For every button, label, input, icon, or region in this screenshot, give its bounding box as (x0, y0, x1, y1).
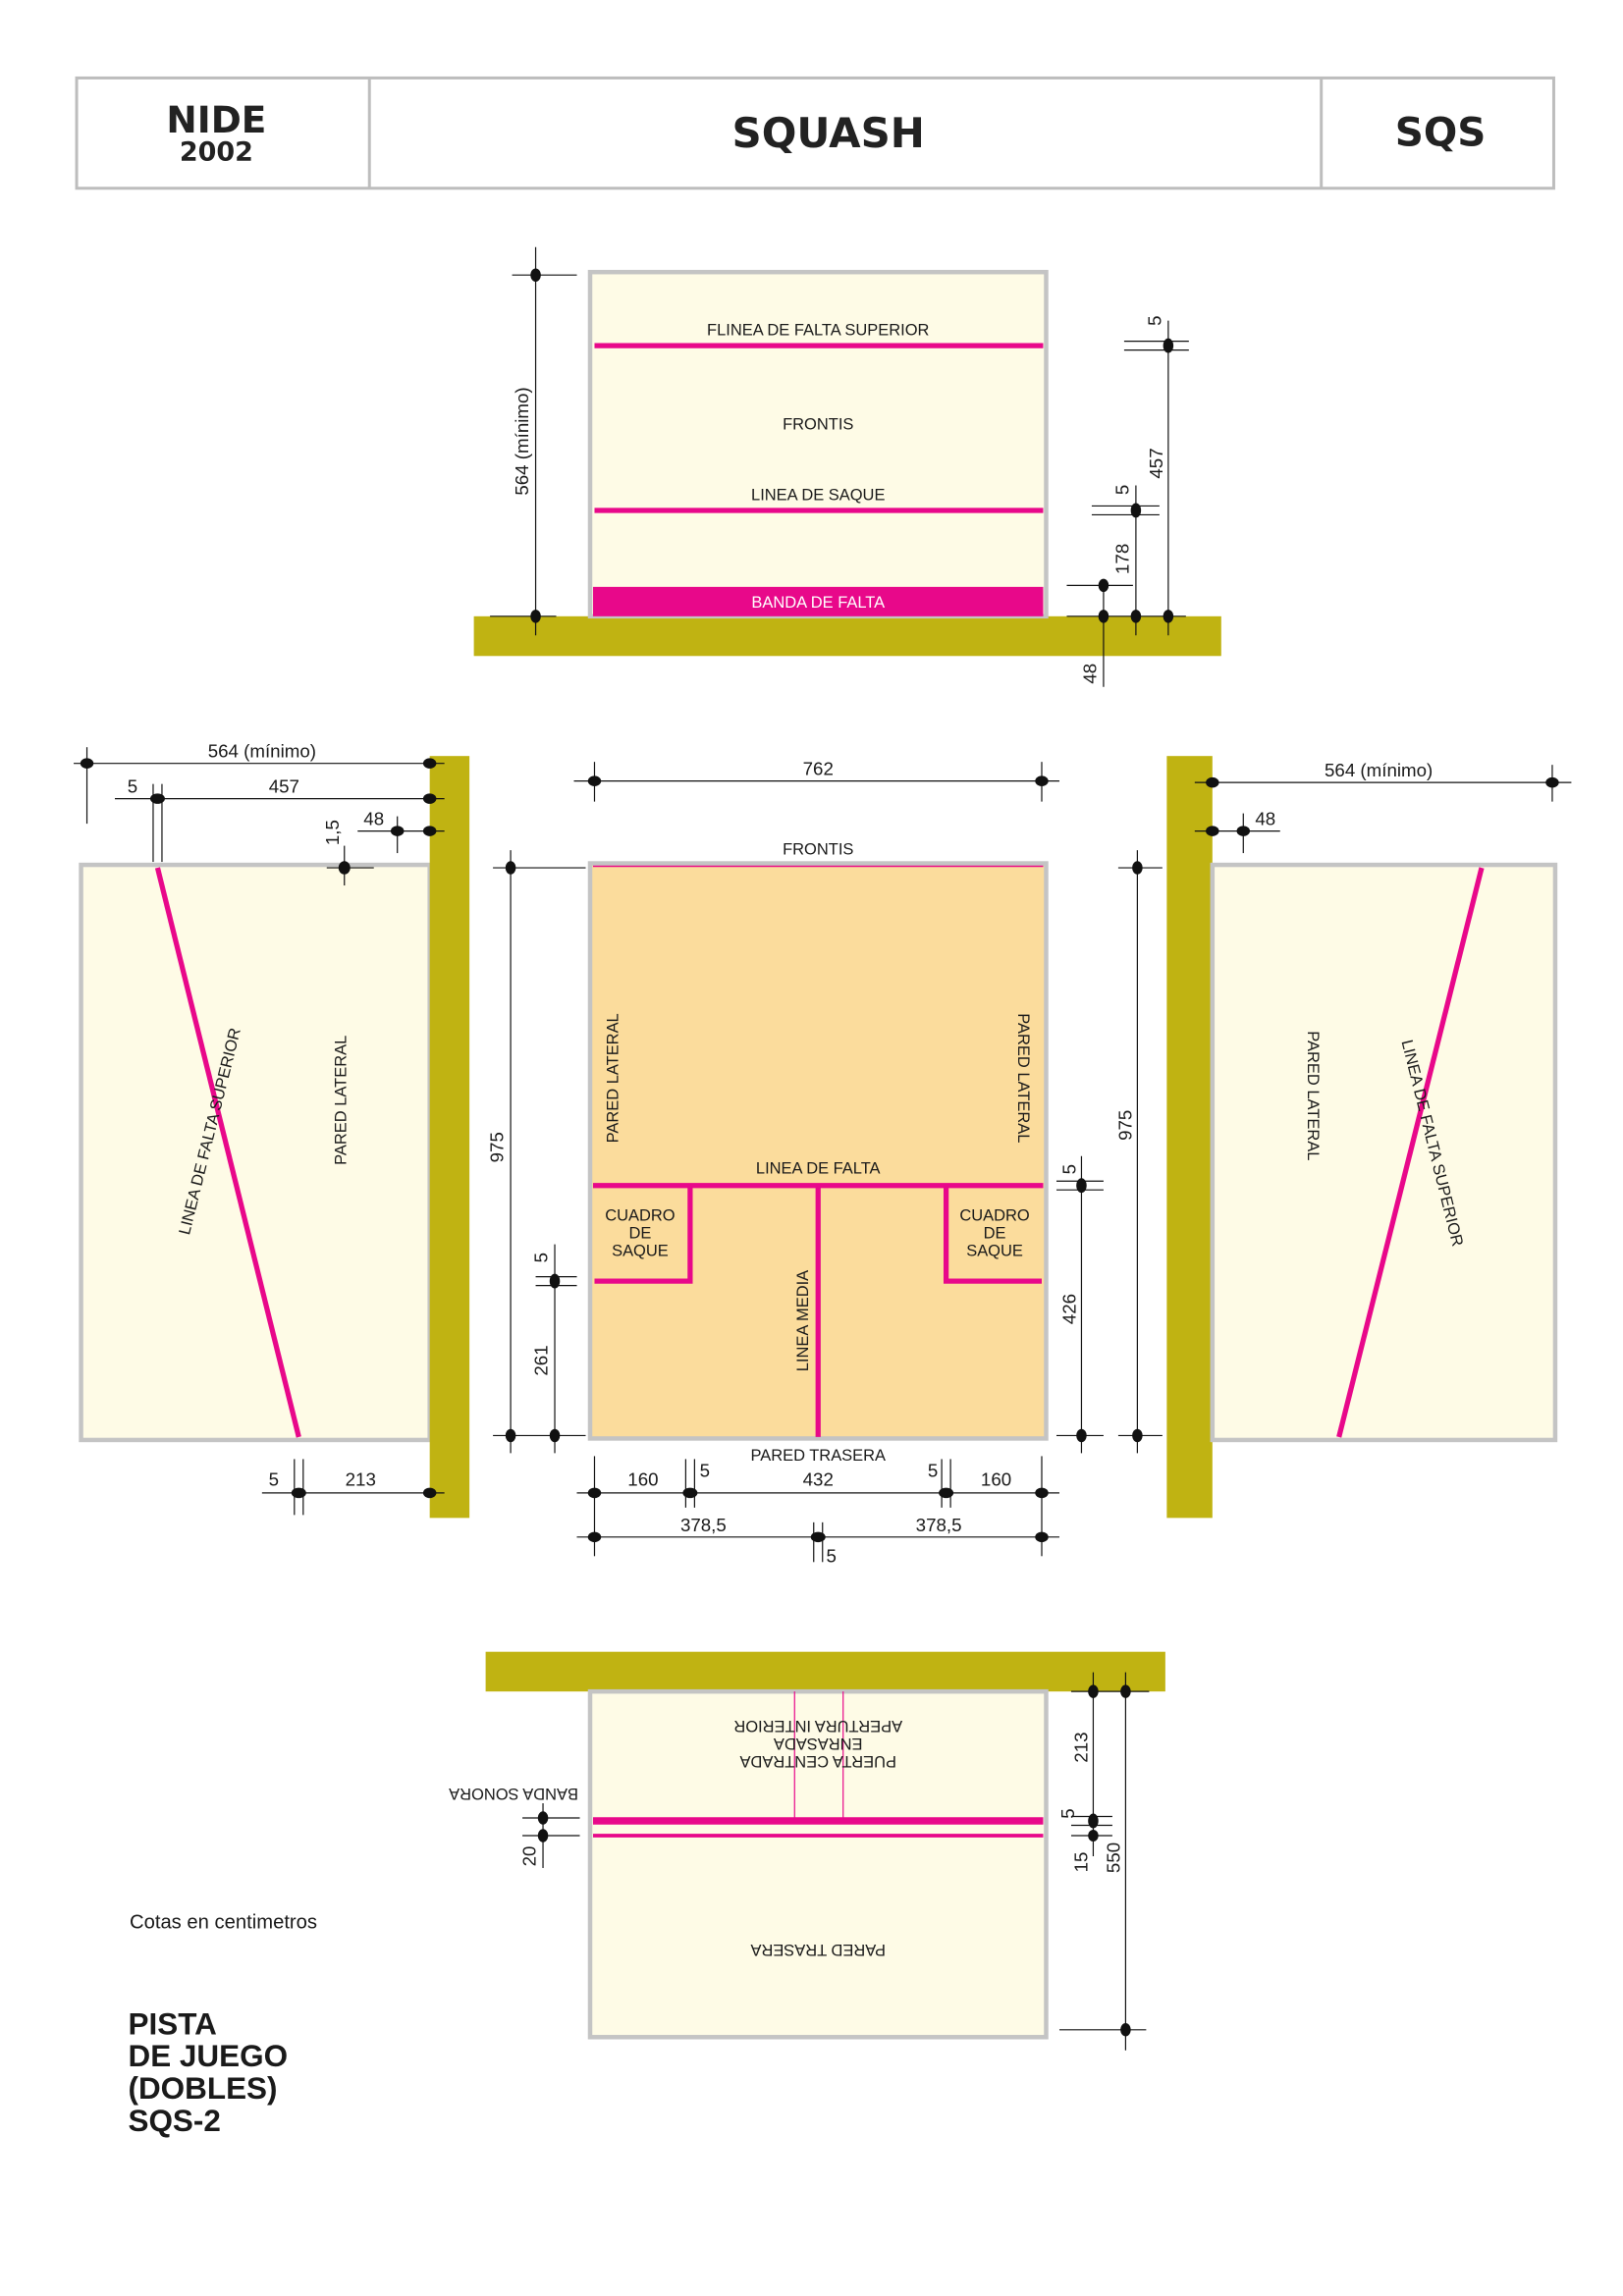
dim-service-width: 5 (1111, 485, 1132, 495)
dim-back-550: 550 (1103, 1842, 1123, 1873)
label-back-wall-elev: PARED TRASERA (750, 1941, 886, 1958)
dim-r-5: 5 (1058, 1164, 1079, 1174)
dim-right-48: 48 (1255, 809, 1275, 829)
sheet-title-1: PISTA (128, 2006, 216, 2041)
dim-left-height: 564 (mínimo) (208, 741, 316, 762)
dim-half-a: 378,5 (680, 1515, 727, 1535)
dim-left-457: 457 (269, 776, 299, 797)
dim-b-5a: 5 (700, 1460, 710, 1480)
label-court-side-right: PARED LATERAL (1014, 1013, 1032, 1143)
dim-court-width: 762 (803, 759, 834, 779)
label-frontis: FRONTIS (783, 416, 853, 434)
dim-right-length: 975 (1114, 1110, 1135, 1141)
dim-top-line-height: 457 (1146, 448, 1166, 478)
sheet-code: SQS (1395, 108, 1487, 155)
dim-half-5: 5 (827, 1545, 837, 1566)
dim-left-48: 48 (363, 809, 384, 829)
label-box-right-3: SAQUE (966, 1243, 1023, 1260)
dim-left-1-5: 1,5 (322, 820, 343, 845)
label-court-front: FRONTIS (783, 841, 853, 859)
dim-b-5b: 5 (928, 1460, 938, 1480)
dim-box-5: 5 (531, 1253, 552, 1262)
sheet-title-3: (DOBLES) (128, 2071, 277, 2106)
brand-year: 2002 (180, 136, 253, 167)
label-tin: BANDA DE FALTA (751, 594, 885, 612)
back-wall-elevation: APERTURA INTERIOR ENRASADA PUERTA CENTRA… (449, 1651, 1165, 2051)
dim-left-b5: 5 (269, 1468, 279, 1489)
label-short-line: LINEA DE FALTA (756, 1160, 881, 1178)
label-right-wall: PARED LATERAL (1304, 1031, 1322, 1160)
sheet-title-4: SQS-2 (128, 2104, 220, 2138)
dim-r-426: 426 (1058, 1294, 1079, 1324)
dim-band-20: 20 (519, 1846, 540, 1867)
label-service-line: LINEA DE SAQUE (751, 486, 885, 504)
label-door-1: APERTURA INTERIOR (733, 1717, 902, 1735)
dim-half-b: 378,5 (916, 1515, 962, 1535)
page-title: SQUASH (732, 109, 925, 157)
dim-top-line-width: 5 (1144, 315, 1164, 325)
units-note: Cotas en centimetros (130, 1911, 317, 1933)
dim-left-5: 5 (128, 776, 137, 797)
dim-b-160a: 160 (627, 1468, 658, 1489)
label-tin-band: BANDA SONORA (449, 1785, 578, 1802)
brand-nide: NIDE (166, 98, 266, 141)
front-wall-elevation: FLINEA DE FALTA SUPERIOR FRONTIS LINEA D… (473, 246, 1221, 687)
dim-front-height: 564 (mínimo) (512, 387, 532, 495)
dim-left-213: 213 (346, 1468, 376, 1489)
label-box-left-2: DE (628, 1225, 651, 1243)
dim-right-height: 564 (mínimo) (1325, 760, 1433, 780)
label-box-right-1: CUADRO (959, 1207, 1030, 1225)
label-top-line: FLINEA DE FALTA SUPERIOR (707, 322, 929, 340)
label-back-wall: PARED TRASERA (750, 1447, 886, 1465)
sheet-title-2: DE JUEGO (128, 2039, 288, 2073)
court-plan: FRONTIS PARED LATERAL PARED LATERAL LINE… (487, 759, 1104, 1566)
label-half-line: LINEA MEDIA (794, 1270, 812, 1371)
label-left-wall: PARED LATERAL (332, 1036, 350, 1165)
label-box-left-3: SAQUE (612, 1243, 669, 1260)
dim-back-5: 5 (1057, 1808, 1078, 1818)
dim-b-160b: 160 (981, 1468, 1011, 1489)
dim-back-15: 15 (1070, 1852, 1091, 1873)
dim-b-432: 432 (803, 1468, 834, 1489)
dim-court-length: 975 (487, 1132, 508, 1162)
dim-tin-height: 48 (1079, 664, 1100, 684)
label-door-3: PUERTA CENTRADA (739, 1752, 896, 1770)
title-block: NIDE 2002 SQUASH SQS (75, 76, 1555, 190)
dim-service-height: 178 (1111, 544, 1132, 574)
label-box-left-1: CUADRO (605, 1207, 676, 1225)
right-wall-elevation: LINEA DE FALTA SUPERIOR PARED LATERAL 56… (1114, 756, 1572, 1519)
label-box-right-2: DE (984, 1225, 1006, 1243)
label-door-2: ENRASADA (774, 1735, 863, 1752)
label-court-side-left: PARED LATERAL (604, 1013, 622, 1143)
dim-back-213: 213 (1070, 1732, 1091, 1762)
left-wall-elevation: LINEA DE FALTA SUPERIOR PARED LATERAL 56… (74, 741, 470, 1519)
dim-box-261: 261 (531, 1345, 552, 1375)
